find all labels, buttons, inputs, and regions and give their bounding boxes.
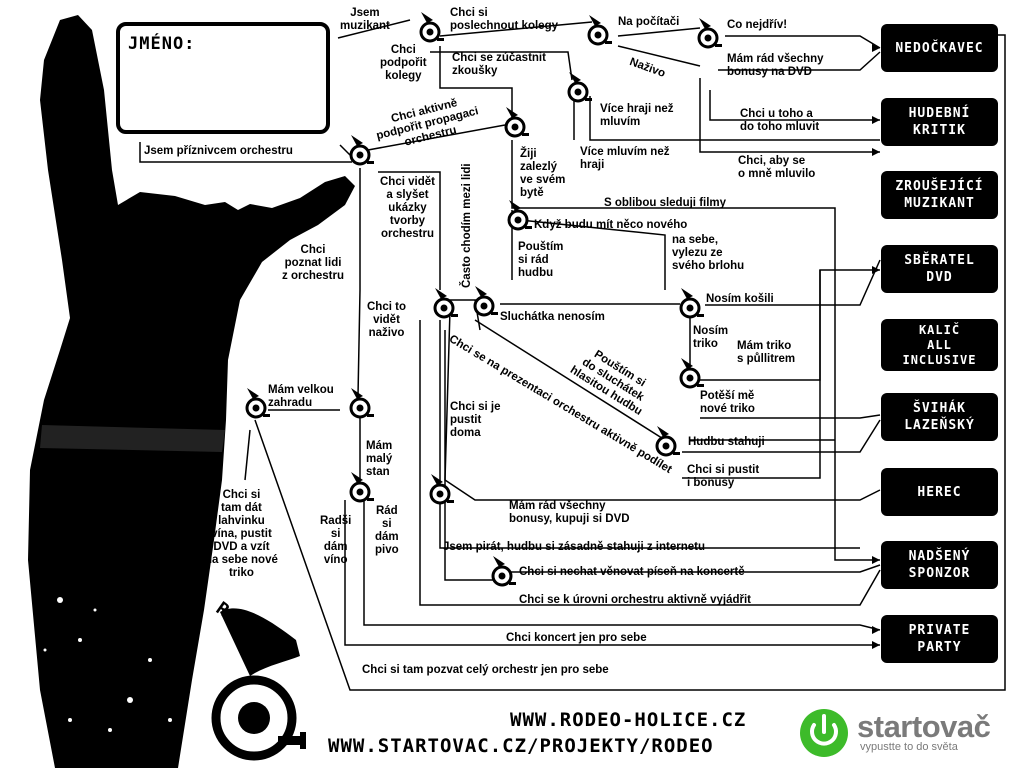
label-s-oblibou-filmy: S oblibou sleduji filmy (604, 197, 727, 209)
label-chci-u-toho: Chci u toho a do toho mluvit (740, 108, 820, 133)
label-nosim-triko: Nosím triko (693, 325, 729, 350)
horn-node-icon (655, 426, 680, 457)
label-chci-poznat-lidi: Chci poznat lidi z orchestru (282, 244, 344, 282)
label-mam-maly-stan: Mám malý stan (366, 440, 393, 478)
label-sluchatka-nenosim: Sluchátka nenosím (500, 311, 605, 323)
rodeo-horn-logo (211, 608, 306, 761)
label-radsi-vino: Radši si dám víno (320, 515, 352, 566)
name-box-label: JMÉNO: (128, 34, 196, 54)
label-vice-mluvim: Více mluvím než hraji (580, 146, 670, 171)
label-na-sebe-vylezu: na sebe, vylezu ze svého brlohu (672, 234, 745, 272)
label-na-pocitaci: Na počítači (618, 16, 680, 28)
label-jsem-muzikant: Jsem muzikant (340, 7, 390, 32)
horn-node-icon (504, 107, 529, 138)
horn-node-icon (245, 388, 270, 419)
label-mam-rad-bonusy: Mám rád všechny bonusy na DVD (727, 53, 824, 78)
label-co-nejdriv: Co nejdřív! (727, 19, 788, 31)
horn-node-icon (349, 472, 374, 503)
label-potesi-me-triko: Potěší mě nové triko (700, 390, 755, 415)
connector-lines (139, 19, 1006, 691)
label-ziji-zalezly: Žiji zalezlý ve svém bytě (520, 148, 566, 199)
horn-node-icon (679, 288, 704, 319)
label-mam-velkou-zahradu: Mám velkou zahradu (268, 384, 334, 409)
arrow-heads (872, 44, 880, 649)
outcome-kalic-all-inclusive: KALIČ ALL INCLUSIVE (881, 319, 998, 371)
horn-node-icon (473, 286, 498, 317)
horn-node-icon (349, 388, 374, 419)
horn-node-icon (679, 358, 704, 389)
startovac-brand: startovač (857, 709, 991, 744)
label-chci-pustit-bonusy: Chci si pustit i bonusy (687, 464, 760, 489)
label-chci-koncert: Chci koncert jen pro sebe (506, 632, 647, 644)
horn-node-icon (567, 72, 592, 103)
label-casto-chodim: Často chodím mezi lidi (461, 163, 473, 288)
startovac-slogan: vypustte to do světa (860, 741, 958, 753)
label-vice-hraji: Více hraji než mluvím (600, 103, 674, 128)
horn-node-icon (429, 474, 454, 505)
hand-splatter (43, 597, 172, 732)
label-chci-poslechnout: Chci si poslechnout kolegy (450, 7, 558, 32)
horn-node-icon (349, 135, 374, 166)
label-chci-si-je-pustit: Chci si je pustit doma (450, 401, 501, 439)
label-chci-videt-slyset: Chci vidět a slyšet ukázky tvorby orches… (380, 176, 435, 240)
outcome-svihak-lazensky: ŠVIHÁK LAZEŇSKÝ (881, 393, 998, 441)
label-chci-zucastnit: Chci se zúčastnit zkoušky (452, 52, 546, 77)
label-chci-pozvat: Chci si tam pozvat celý orchestr jen pro… (362, 664, 609, 676)
label-chci-dat-lahvinku: Chci si tam dát lahvinku vína, pustit DV… (205, 489, 278, 579)
horn-node-icon (433, 288, 458, 319)
horn-node-icons (245, 12, 722, 587)
name-box[interactable]: JMÉNO: (116, 22, 330, 134)
outcome-nadseny-sponzor: NADŠENÝ SPONZOR (881, 541, 998, 589)
outcome-sberatel-dvd: SBĚRATEL DVD (881, 245, 998, 293)
outcome-nedockavec: NEDOČKAVEC (881, 24, 998, 72)
url-rodeo-holice[interactable]: WWW.RODEO-HOLICE.CZ (510, 709, 747, 731)
url-startovac-projekt[interactable]: WWW.STARTOVAC.CZ/PROJEKTY/RODEO (328, 735, 714, 757)
outcome-private-party: PRIVATE PARTY (881, 615, 998, 663)
label-chci-to-videt: Chci to vidět naživo (367, 301, 406, 339)
horn-node-icon (587, 15, 612, 46)
label-mam-rad-bonusy-dvd: Mám rád všechny bonusy, kupuji si DVD (509, 500, 630, 525)
label-jsem-priznivcem: Jsem příznivcem orchestru (144, 145, 293, 157)
label-hudbu-stahuji: Hudbu stahuji (688, 436, 765, 448)
label-rad-pivo: Rád si dám pivo (375, 505, 399, 556)
horn-node-icon (507, 200, 532, 231)
horn-node-icon (491, 556, 516, 587)
label-chci-podporit-kolegy: Chci podpořit kolegy (380, 44, 427, 82)
outcome-herec: HEREC (881, 468, 998, 516)
label-jsem-pirat: Jsem pirát, hudbu si zásadně stahuji z i… (443, 541, 705, 553)
horn-node-icon (697, 18, 722, 49)
label-poustim-rad-hudbu: Pouštím si rád hudbu (518, 241, 564, 279)
label-chci-vyjadrit: Chci se k úrovni orchestru aktivně vyjád… (519, 594, 751, 606)
label-nosim-kosili: Nosím košili (706, 293, 774, 305)
power-icon (800, 709, 848, 757)
hand-silhouette (28, 15, 355, 768)
label-kdyz-budu-mit: Když budu mít něco nového (534, 219, 688, 231)
label-chci-aby-mluvilo: Chci, aby se o mně mluvilo (738, 155, 816, 180)
horn-node-icon (419, 12, 444, 43)
label-mam-triko-pullitrem: Mám triko s půllitrem (737, 340, 796, 365)
outcome-zrousejici-muzikant: ZROUŠEJÍCÍ MUZIKANT (881, 171, 998, 219)
outcome-hudebni-kritik: HUDEBNÍ KRITIK (881, 98, 998, 146)
label-chci-venovat-pisen: Chci si nechat věnovat píseň na koncertě (519, 566, 745, 578)
